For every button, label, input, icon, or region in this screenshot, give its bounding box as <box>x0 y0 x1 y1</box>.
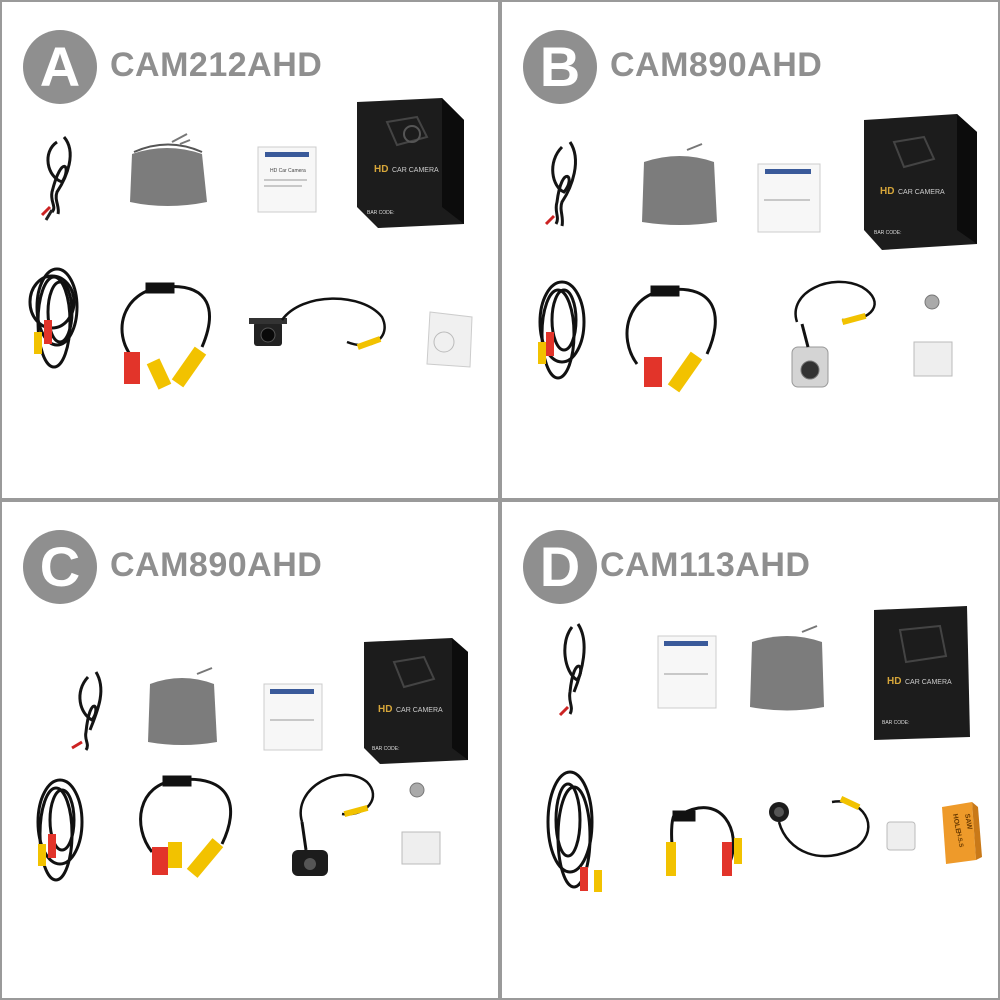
extension-cable-coil <box>36 778 84 882</box>
camera-black-bracket <box>292 773 375 876</box>
box-brand-hd: HD <box>374 164 388 175</box>
product-box <box>864 114 977 250</box>
box-barcode-label: BAR CODE: <box>372 746 400 752</box>
rca-adapter-cable <box>120 282 211 390</box>
camera-square-black <box>249 297 386 350</box>
sticker-pad <box>401 831 441 865</box>
panel-model-name: CAM212AHD <box>110 46 323 84</box>
instruction-manual <box>263 683 323 751</box>
hole-saw-line1: HOLE <box>951 813 961 834</box>
panel-b: B CAM890AHD HD CAR CAMERA BAR CODE: <box>502 2 998 498</box>
power-cable <box>544 141 577 227</box>
rca-adapter-cable <box>625 285 717 393</box>
panel-model-name: CAM113AHD <box>600 546 811 584</box>
extension-cable-coil <box>538 280 586 380</box>
panel-letter-badge: B <box>523 30 597 104</box>
sticker-pad <box>913 341 953 377</box>
box-brand-hd: HD <box>378 704 392 715</box>
product-box <box>874 606 970 740</box>
panel-a: A CAM212AHD HD Car Camera HD <box>2 2 498 498</box>
product-box <box>357 98 464 228</box>
box-brand-text: CAR CAMERA <box>905 679 952 686</box>
sticker-pad <box>886 821 916 851</box>
box-barcode-label: BAR CODE: <box>882 720 910 726</box>
camera-silver-bracket <box>791 280 876 388</box>
mounting-screw <box>924 294 940 310</box>
instruction-manual <box>257 146 317 213</box>
instruction-manual <box>657 635 717 709</box>
box-brand-text: CAR CAMERA <box>392 167 439 174</box>
panel-c: C CAM890AHD HD CAR CAMERA BAR CODE: <box>2 502 498 998</box>
storage-bag <box>148 667 217 745</box>
panel-model-name: CAM890AHD <box>610 46 823 84</box>
box-barcode-label: BAR CODE: <box>367 210 395 216</box>
instruction-manual <box>757 163 821 233</box>
box-brand-hd: HD <box>887 676 901 687</box>
panel-letter-badge: A <box>23 30 97 104</box>
box-brand-text: CAR CAMERA <box>898 189 945 196</box>
box-barcode-label: BAR CODE: <box>874 230 902 236</box>
power-cable <box>40 136 72 221</box>
rca-adapter-cable <box>139 775 233 878</box>
hole-saw-line2: SAW <box>963 813 973 830</box>
storage-bag <box>130 133 207 206</box>
camera-round-flush <box>769 796 870 858</box>
product-scene: HD Car Camera HD CAR CAMERA BAR CODE: <box>28 98 473 390</box>
storage-bag <box>642 143 717 225</box>
hole-saw <box>942 802 982 864</box>
power-cable <box>71 671 103 751</box>
extension-cable-coil <box>28 267 79 369</box>
box-brand-text: CAR CAMERA <box>396 707 443 714</box>
box-brand-hd: HD <box>880 186 894 197</box>
panel-d: D CAM113AHD HD CAR CAMERA BAR CODE: <box>502 502 998 998</box>
storage-bag <box>750 625 824 711</box>
panel-model-name: CAM890AHD <box>110 546 323 584</box>
panel-letter-badge: C <box>23 530 97 604</box>
extension-cable-coil <box>546 770 602 892</box>
manual-title: HD Car Camera <box>270 168 306 174</box>
mounting-screw <box>409 782 425 798</box>
product-scene: HD CAR CAMERA BAR CODE: <box>36 638 468 882</box>
panel-letter-badge: D <box>523 530 597 604</box>
product-box <box>364 638 468 764</box>
hole-saw-line3: H.S.S <box>955 831 964 847</box>
sticker-pad <box>426 311 473 368</box>
product-scene: HD CAR CAMERA BAR CODE: HO <box>546 606 982 892</box>
rca-adapter-cable <box>666 806 742 876</box>
product-scene: HD CAR CAMERA BAR CODE: <box>538 114 977 393</box>
power-cable <box>558 623 586 717</box>
